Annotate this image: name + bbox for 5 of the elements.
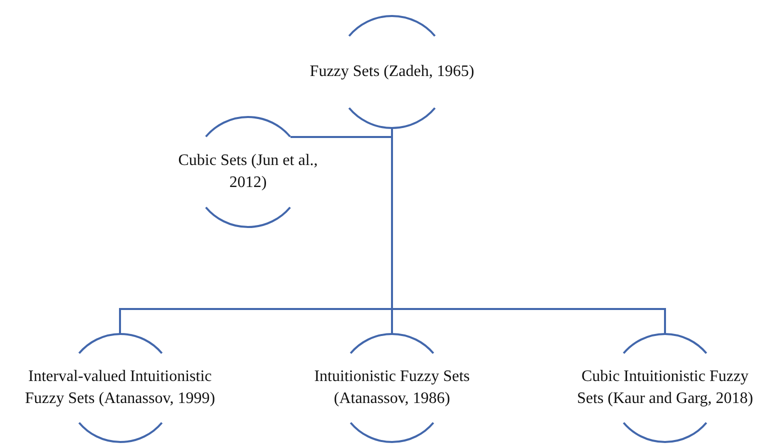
node-text: Cubic Intuitionistic Fuzzy Sets (Kaur and Garg, 2018) (576, 367, 754, 409)
node-text: Fuzzy Sets (Zadeh, 1965) (310, 62, 474, 82)
node-text: Interval-valued Intuitionistic Fuzzy Sets (Atanassov, 1999) (24, 367, 216, 409)
node-text: Cubic Sets (Jun et al., 2012) (177, 151, 319, 193)
node-text: Intuitionistic Fuzzy Sets (Atanassov, 1986) (313, 367, 471, 409)
